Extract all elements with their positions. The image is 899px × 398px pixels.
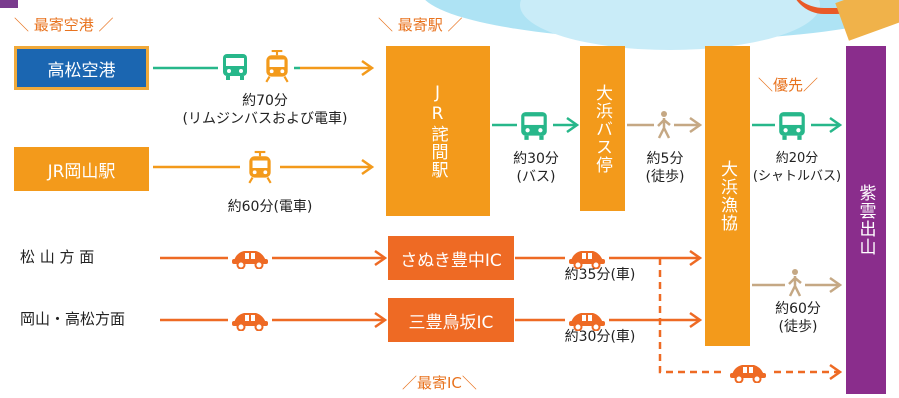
origin-okayama-takamatsu: 岡山・高松方面: [20, 310, 126, 328]
origin-label: 高松空港: [47, 60, 116, 81]
header-priority: ＼優先／: [758, 76, 819, 94]
duration-time: 約20分: [775, 151, 819, 166]
origin-matsuyama: 松 山 方 面: [20, 248, 95, 266]
duration-time: 約30分: [513, 151, 559, 167]
duration-mode: (徒歩): [778, 319, 818, 335]
duration-okayama-to-station: 約60分(電車): [227, 199, 313, 215]
decorative-corner: [0, 0, 18, 8]
header-nearest-station: ＼ 最寄駅 ／: [378, 16, 463, 34]
node-mitoyo-torisaka-ic: 三豊鳥坂IC: [388, 298, 514, 342]
origin-label: JR岡山駅: [47, 161, 116, 182]
node-label: さぬき豊中IC: [400, 250, 502, 271]
duration-station-to-busstop: 約30分 (バス): [496, 150, 576, 186]
node-label: 三豊鳥坂IC: [408, 312, 494, 333]
node-label: 大浜漁協: [717, 160, 737, 232]
duration-toyonaka-drive: 約35分(車): [564, 267, 636, 283]
duration-mode: (リムジンバスおよび電車): [182, 111, 348, 127]
duration-time: 約60分: [775, 301, 821, 317]
origin-takamatsu-airport: 高松空港: [14, 46, 149, 90]
header-nearest-airport: ＼ 最寄空港 ／: [14, 16, 114, 34]
duration-time: 約70分: [242, 93, 288, 109]
node-ohama-bus-stop: 大浜バス停: [580, 46, 625, 211]
duration-mode: (バス): [516, 169, 556, 185]
duration-fishery-to-mountain: 約20分 (シャトルバス): [748, 150, 846, 186]
duration-time: 約5分: [646, 151, 684, 167]
origin-jr-okayama: JR岡山駅: [14, 147, 149, 191]
duration-airport-to-station: 約70分 (リムジンバスおよび電車): [145, 92, 385, 128]
header-nearest-ic: ／最寄IC＼: [402, 374, 477, 392]
duration-fishery-walk: 約60分 (徒歩): [758, 300, 838, 336]
duration-mode: (徒歩): [645, 169, 685, 185]
node-label: 紫雲出山: [855, 184, 876, 256]
node-ohama-fishery: 大浜漁協: [705, 46, 750, 346]
node-shiunzan: 紫雲出山: [846, 46, 886, 394]
decorative-ribbon: [790, 0, 870, 14]
node-label: 大浜バス停: [592, 83, 612, 174]
node-jr-takuma-station: JR詫間駅: [386, 46, 490, 216]
node-sanuki-toyonaka-ic: さぬき豊中IC: [388, 236, 514, 280]
duration-busstop-to-fishery: 約5分 (徒歩): [626, 150, 704, 186]
duration-torisaka-drive: 約30分(車): [564, 329, 636, 345]
node-label: JR詫間駅: [427, 83, 448, 179]
duration-mode: (シャトルバス): [752, 169, 842, 184]
